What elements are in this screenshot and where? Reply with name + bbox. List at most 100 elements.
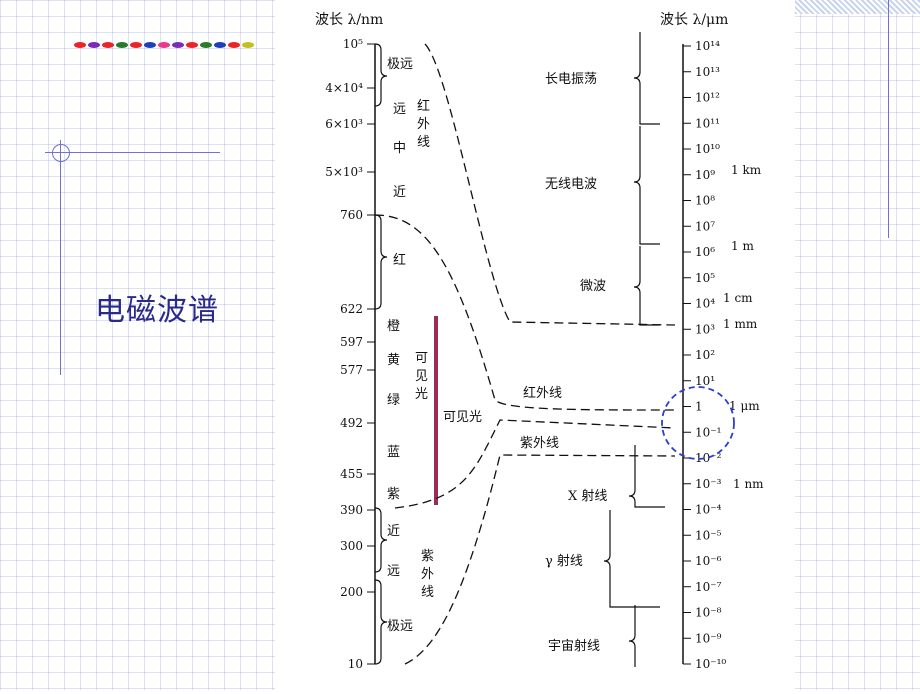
right-ticks: 10¹⁴ 10¹³ 10¹² 10¹¹ 10¹⁰ 10⁹ 10⁸ 10⁷ 10⁶ 10⁵ 10⁴ 10… (683, 39, 726, 671)
right-tick-label: 10⁻⁴ (695, 503, 722, 517)
band-label-yellow: 黄 (387, 353, 400, 368)
right-axis-header: 波长 λ/μm (660, 12, 728, 28)
left-tick-label: 4×10⁴ (325, 81, 363, 95)
band-label-mid-ir: 中 (393, 141, 406, 156)
band-label-near-ir: 近 (393, 185, 406, 200)
unit-mark-m: 1 m (731, 239, 754, 253)
band-label-near-uv: 近 (387, 524, 400, 539)
left-tick-label: 577 (340, 363, 363, 377)
group-label-visible: 可见光 (415, 351, 428, 402)
group-cosmic-ray: 宇宙射线 (548, 638, 600, 654)
right-tick-label: 10¹² (695, 91, 720, 105)
middle-label-ultraviolet: 紫外线 (520, 436, 559, 451)
right-tick-label: 10⁻³ (695, 477, 722, 491)
right-tick-label: 10⁶ (695, 245, 715, 259)
decorative-dot (130, 42, 142, 48)
unit-mark-um: 1 μm (729, 399, 760, 413)
left-band-braces (374, 43, 388, 665)
spectrum-figure: 波长 λ/nm 波长 λ/μm 10⁵ 4×10⁴ 6×10³ 5×10³ 760 622… (275, 0, 795, 690)
right-tick-label: 10⁸ (695, 194, 715, 208)
right-tick-label: 10⁹ (695, 168, 715, 182)
right-accent-line (888, 0, 889, 238)
band-label-extreme-uv: 极远 (387, 619, 413, 634)
decorative-dot (158, 42, 170, 48)
decorative-dot (88, 42, 100, 48)
decorative-dot (186, 42, 198, 48)
band-label-far-uv: 远 (387, 564, 400, 579)
accent-circle (52, 144, 70, 162)
group-label-ultraviolet: 紫外线 (421, 549, 434, 600)
left-tick-label: 10 (348, 657, 363, 671)
right-tick-label: 10¹⁰ (695, 142, 720, 156)
band-label-far-ir: 极远 (387, 57, 413, 72)
decorative-dot (214, 42, 226, 48)
group-radio-waves: 无线电波 (545, 177, 597, 192)
decorative-dot (116, 42, 128, 48)
unit-mark-km: 1 km (731, 163, 762, 177)
left-ticks: 10⁵ 4×10⁴ 6×10³ 5×10³ 760 622 597 577 492 455 390 3… (325, 37, 375, 671)
band-label-violet: 紫 (387, 487, 400, 502)
group-long-wave: 长电振荡 (545, 72, 597, 87)
middle-label-visible: 可见光 (443, 410, 482, 425)
decorative-dot (172, 42, 184, 48)
right-tick-label: 10⁻⁵ (695, 528, 722, 542)
dashed-connectors (374, 43, 676, 665)
unit-mark-mm: 1 mm (723, 317, 758, 331)
right-tick-label: 10⁻⁷ (695, 580, 722, 594)
right-group-braces (603, 32, 665, 667)
group-gamma-ray: γ 射线 (545, 553, 583, 569)
left-tick-label: 5×10³ (325, 165, 363, 179)
left-tick-label: 300 (340, 539, 363, 553)
left-tick-label: 6×10³ (325, 117, 363, 131)
left-tick-label: 455 (340, 467, 363, 481)
right-tick-label: 10³ (695, 322, 715, 336)
left-tick-label: 760 (340, 208, 363, 222)
group-x-ray: X 射线 (568, 488, 607, 504)
band-label-red: 红 (393, 252, 406, 268)
right-tick-label: 10⁻⁶ (695, 554, 722, 568)
left-tick-label: 492 (340, 416, 363, 430)
right-tick-label: 10¹ (695, 374, 715, 388)
left-accent-hline (45, 152, 220, 153)
decorative-dot (74, 42, 86, 48)
highlight-circle (661, 386, 735, 460)
right-tick-label: 10⁻¹⁰ (695, 657, 726, 671)
group-microwave: 微波 (580, 279, 606, 294)
right-tick-label: 10⁷ (695, 219, 715, 233)
band-label-orange: 橙 (387, 319, 400, 334)
left-axis-header: 波长 λ/nm (315, 12, 383, 28)
right-tick-label: 10⁻² (695, 451, 722, 465)
right-tick-label: 10¹³ (695, 65, 720, 79)
decorative-dot-strip (74, 42, 254, 48)
spectrum-diagram: 波长 λ/nm 波长 λ/μm 10⁵ 4×10⁴ 6×10³ 5×10³ 760 622… (315, 12, 764, 671)
decorative-dot (228, 42, 240, 48)
decorative-dot (200, 42, 212, 48)
right-tick-label: 10² (695, 348, 715, 362)
middle-label-infrared: 红外线 (523, 385, 562, 401)
decorative-dot (144, 42, 156, 48)
right-tick-label: 10⁴ (695, 297, 715, 311)
decorative-dot (102, 42, 114, 48)
left-accent-line (60, 140, 61, 375)
band-label-mid-far-ir: 远 (393, 102, 406, 117)
top-right-pattern-band (795, 0, 920, 14)
left-tick-label: 390 (340, 503, 363, 517)
band-label-green: 绿 (387, 393, 400, 408)
right-tick-label: 10⁵ (695, 271, 715, 285)
right-tick-label: 10¹⁴ (695, 39, 720, 53)
right-tick-label: 1 (695, 400, 703, 414)
left-tick-label: 10⁵ (343, 37, 363, 51)
decorative-dot (242, 42, 254, 48)
left-tick-label: 597 (340, 335, 363, 349)
left-tick-label: 622 (340, 302, 363, 316)
right-tick-label: 10¹¹ (695, 116, 720, 130)
slide-title: 电磁波谱 (95, 293, 219, 328)
right-tick-label: 10⁻⁹ (695, 631, 722, 645)
right-tick-label: 10⁻¹ (695, 425, 721, 439)
unit-mark-cm: 1 cm (723, 291, 753, 305)
right-tick-label: 10⁻⁸ (695, 606, 722, 620)
unit-mark-nm: 1 nm (733, 477, 764, 491)
left-tick-label: 200 (340, 585, 363, 599)
band-label-blue: 蓝 (387, 445, 400, 460)
group-label-infrared: 红外线 (417, 98, 430, 150)
